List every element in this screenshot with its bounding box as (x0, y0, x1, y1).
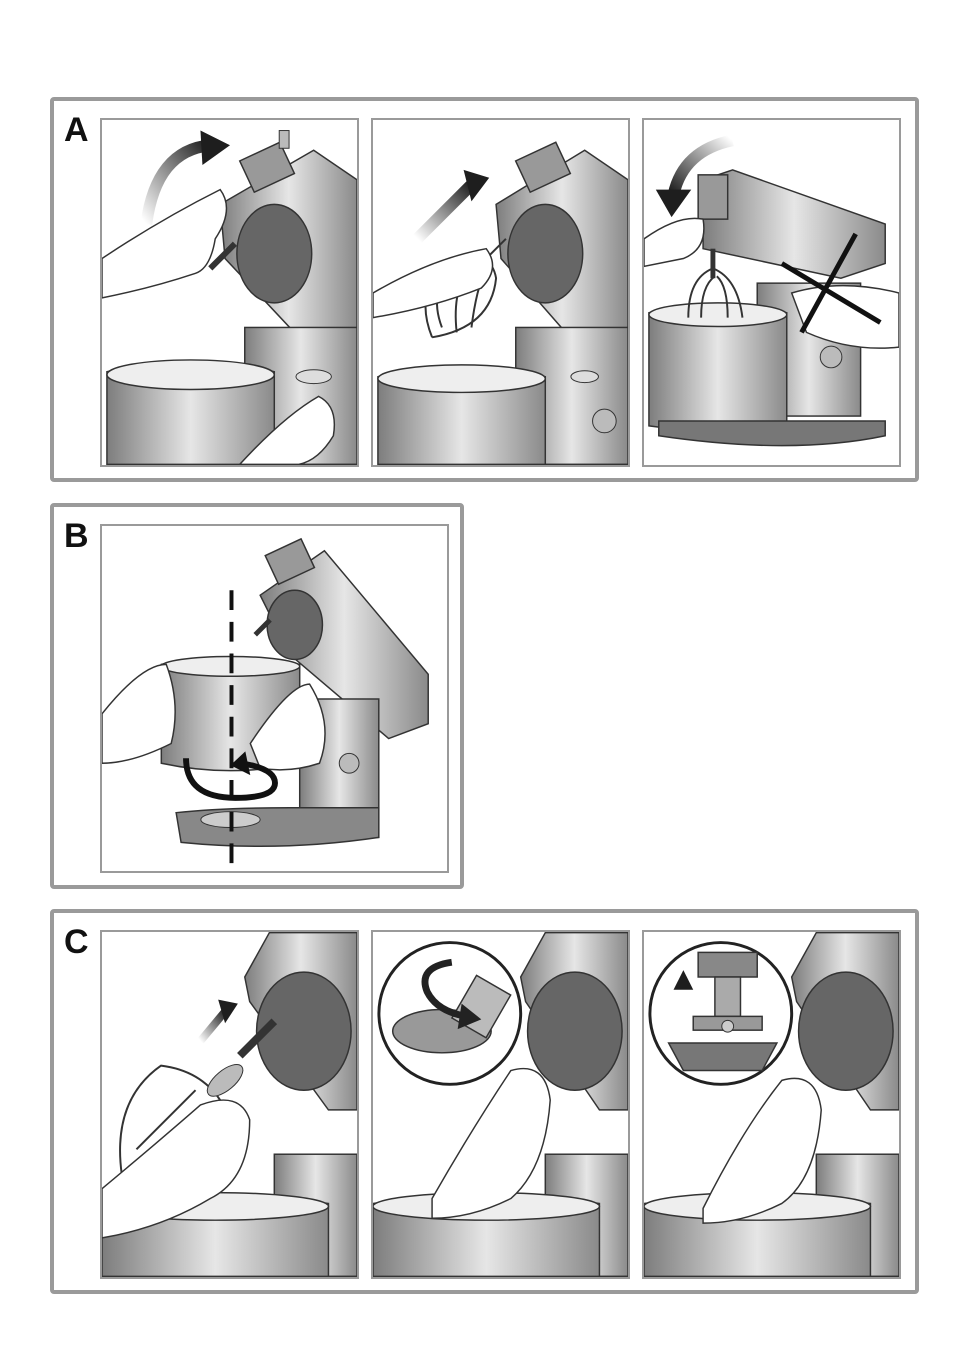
illustration-insert-whisk (373, 120, 628, 465)
illustration-tilt-head-up (102, 120, 357, 465)
panel-a3 (642, 118, 901, 467)
illustration-twist-beater (373, 932, 628, 1277)
illustration-fit-beater (102, 932, 357, 1277)
panel-c1 (100, 930, 359, 1279)
panel-a2 (371, 118, 630, 467)
panel-a1 (100, 118, 359, 467)
illustration-lower-head (644, 120, 899, 465)
panel-c2 (371, 930, 630, 1279)
section-letter-a: A (64, 113, 89, 147)
section-letter-c: C (64, 925, 89, 959)
section-c: C (50, 909, 919, 1294)
panel-b1 (100, 524, 449, 873)
illustration-fit-bowl (102, 526, 447, 871)
section-a: A (50, 97, 919, 482)
curved-arrow-icon (200, 131, 230, 165)
section-letter-b: B (64, 519, 89, 553)
illustration-lock-beater (644, 932, 899, 1277)
panel-c3 (642, 930, 901, 1279)
section-b: B (50, 503, 464, 889)
curved-arrow-icon (656, 190, 691, 218)
